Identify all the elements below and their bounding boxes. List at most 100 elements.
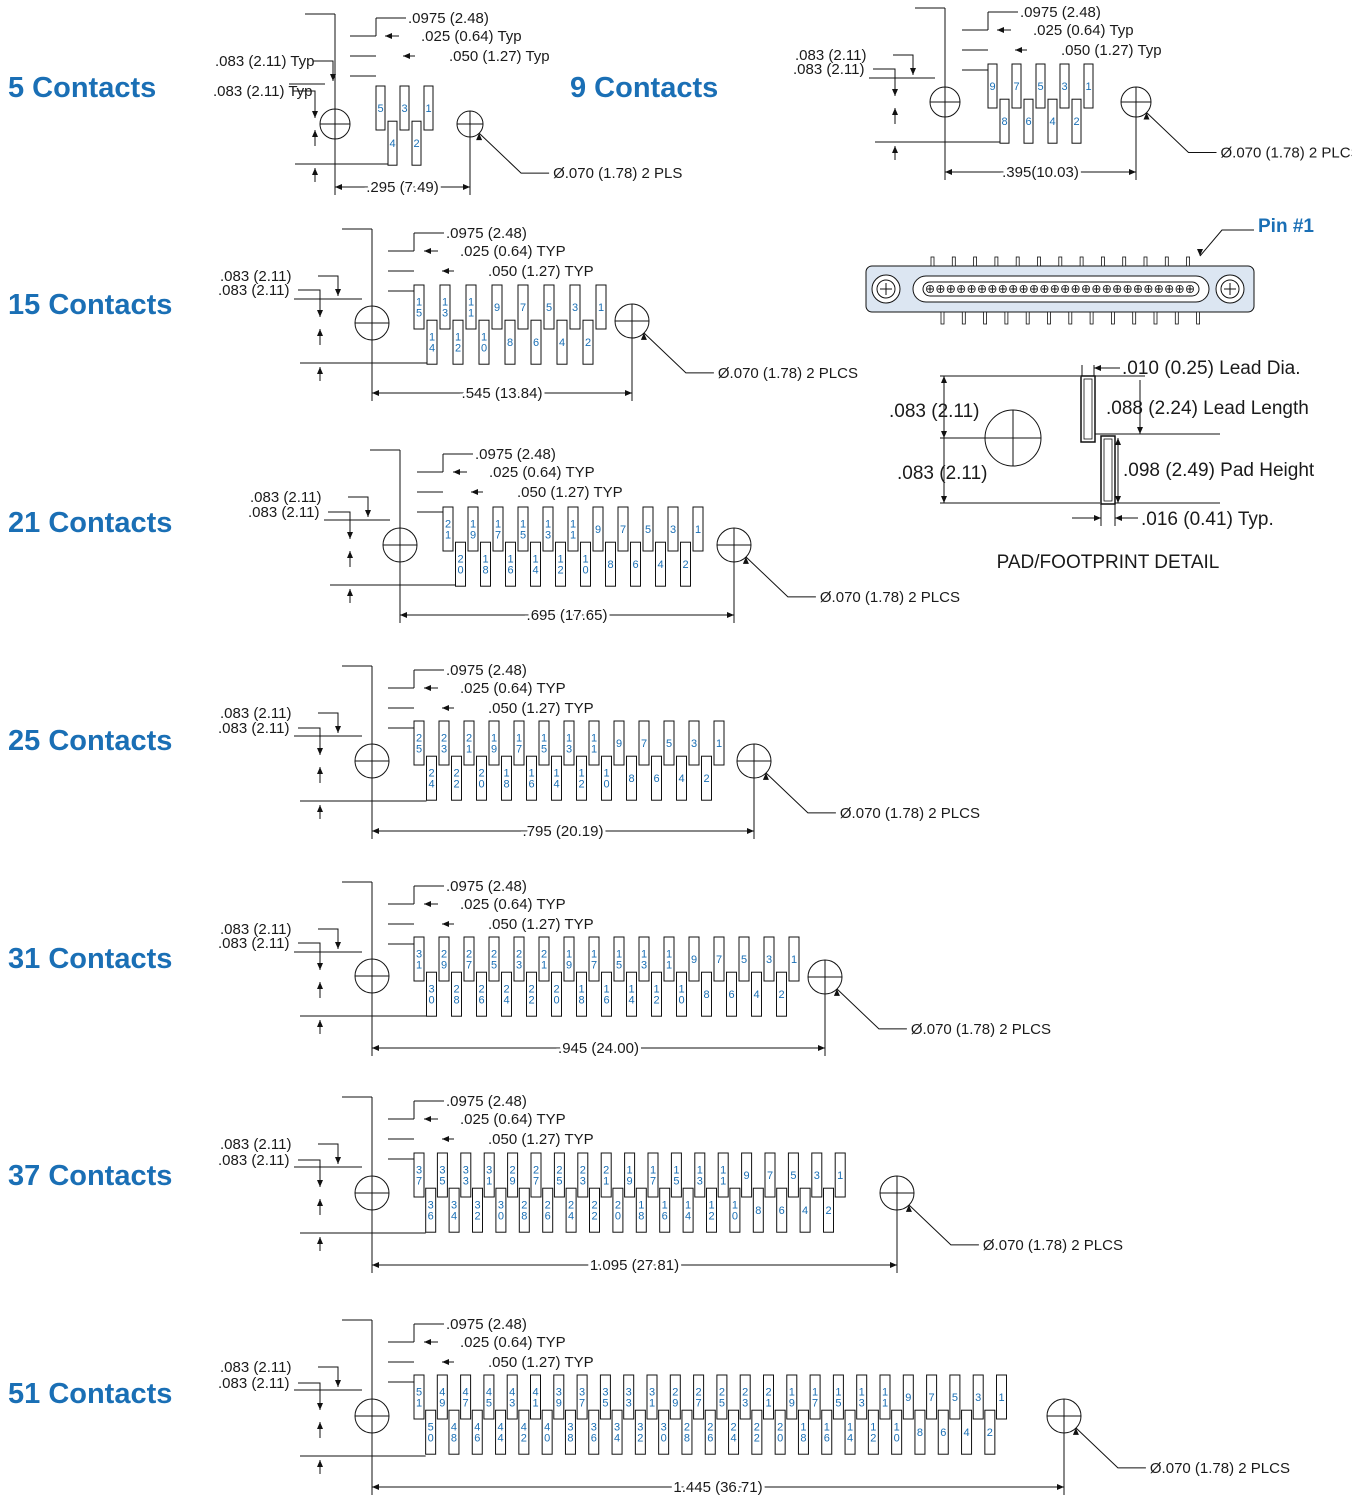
detail-pad	[1100, 435, 1116, 505]
pin-number: 4	[486, 1387, 492, 1399]
pin-number: 8	[453, 995, 459, 1007]
pad-outline	[472, 1187, 483, 1233]
pin-number: 1	[628, 984, 634, 996]
pin-number: 4	[532, 565, 538, 577]
pad-outline	[811, 1152, 823, 1198]
pad-outline	[844, 1409, 856, 1455]
pin-number: 3	[572, 302, 578, 314]
pad-outline	[580, 541, 591, 587]
pin-number: 3	[579, 1387, 585, 1399]
pad-outline	[576, 1374, 588, 1420]
pad-outline	[565, 1187, 577, 1233]
contact-pad: 32	[472, 1187, 483, 1233]
pad-outline	[682, 1187, 694, 1233]
arrowhead	[372, 1045, 379, 1051]
pin-number: 2	[684, 1422, 690, 1434]
arrowhead	[372, 828, 379, 834]
arrowhead	[892, 89, 898, 96]
pin-number: 1	[532, 1398, 538, 1410]
contact-pad: 8	[605, 541, 616, 587]
pad-outline	[788, 936, 800, 982]
pin-number: 7	[929, 1392, 935, 1404]
pin-number: 4	[657, 559, 663, 571]
pad-outline	[480, 541, 491, 587]
row-bottom-leader	[298, 727, 321, 755]
contact-pad: 22	[751, 1409, 763, 1455]
pad-outline	[463, 720, 475, 766]
section-title: 31 Contacts	[8, 943, 172, 975]
arrowhead	[625, 390, 632, 396]
pin-number: 5	[790, 1170, 796, 1182]
row-top-label: .083 (2.11)	[250, 489, 321, 506]
arrowhead	[941, 431, 947, 438]
hole-callout: Ø.070 (1.78) 2 PLCS	[840, 805, 980, 822]
pin-number: 1	[800, 1422, 806, 1434]
pad-outline	[513, 720, 525, 766]
connector-lead	[1122, 256, 1127, 267]
pin-number: 3	[416, 949, 422, 961]
pitch-label: .0975 (2.48)	[446, 1093, 527, 1110]
pin-number: 4	[509, 1387, 515, 1399]
connector-lead	[1015, 256, 1020, 267]
connector-lead	[951, 256, 956, 267]
row-top-label: .083 (2.11) Typ	[215, 53, 315, 70]
contact-pad: 10	[601, 755, 612, 801]
contact-pad: 11	[663, 936, 675, 982]
pad-outline	[738, 936, 750, 982]
contact-pad: 5	[543, 284, 555, 330]
pin-number: 1	[603, 984, 609, 996]
connector-lead	[1132, 311, 1137, 325]
contact-pad: 2	[984, 1409, 996, 1455]
pin1-leader	[1199, 229, 1254, 257]
pin-number: 3	[486, 1165, 492, 1177]
pad-outline	[623, 1374, 635, 1420]
pad-outline	[996, 1374, 1007, 1420]
pin-number: 2	[580, 1165, 586, 1177]
connector-lead	[961, 311, 966, 325]
section-title: 25 Contacts	[8, 725, 172, 757]
contact-pad: 26	[542, 1187, 554, 1233]
pad-outline	[413, 1152, 425, 1198]
pad-outline	[867, 1409, 879, 1455]
pad-outline	[530, 1374, 541, 1420]
spacing-label: .050 (1.27) Typ	[1061, 42, 1162, 59]
pin-number: 1	[695, 524, 701, 536]
pad-outline	[638, 936, 650, 982]
pad-width-label: .025 (0.64) TYP	[460, 680, 566, 697]
contact-pad: 16	[821, 1409, 833, 1455]
pin-number: 2	[603, 1165, 609, 1177]
pin-number: 4	[568, 1211, 574, 1223]
contact-pad: 6	[651, 755, 662, 801]
pad-outline	[582, 319, 594, 365]
arrowhead	[945, 169, 952, 175]
contact-pad: 12	[555, 541, 566, 587]
spacing-label: .050 (1.27) TYP	[517, 484, 623, 501]
pin-number: 4	[730, 1433, 736, 1445]
contact-pad: 14	[682, 1187, 694, 1233]
contact-pad: 3	[811, 1152, 823, 1198]
pin-number: 2	[445, 519, 451, 531]
pin-number: 9	[439, 1398, 445, 1410]
pad-outline	[425, 1409, 437, 1455]
pin-number: 3	[441, 744, 447, 756]
pin-number: 3	[626, 1387, 632, 1399]
pad-outline	[611, 1409, 623, 1455]
contact-pad: 2	[823, 1187, 834, 1233]
pad-width-label: .025 (0.64) TYP	[460, 243, 566, 260]
arrowhead	[317, 982, 323, 989]
arrowhead	[335, 942, 341, 949]
contact-pad: 19	[624, 1152, 636, 1198]
pin-number: 2	[528, 984, 534, 996]
pin-number: 4	[503, 995, 509, 1007]
pin-number: 1	[541, 960, 547, 972]
pitch-label: .0975 (2.48)	[475, 446, 556, 463]
contact-pad: 13	[638, 936, 650, 982]
row-bottom-leader	[873, 68, 896, 96]
pad-outline	[517, 284, 529, 330]
pin-number: 1	[520, 519, 526, 531]
pin-number: 1	[591, 733, 597, 745]
pad-outline	[588, 936, 600, 982]
pin-number: 1	[468, 297, 474, 309]
pad-outline	[518, 1409, 530, 1455]
